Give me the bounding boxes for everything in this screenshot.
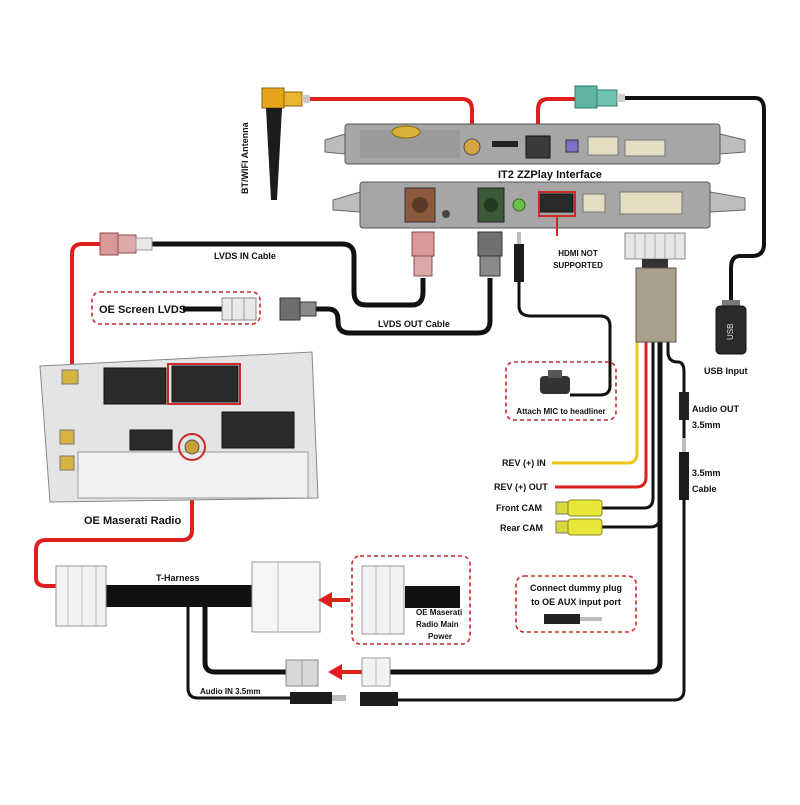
audio-out-wire xyxy=(666,340,686,392)
usb-icon-text: USB xyxy=(726,324,735,340)
antenna-wire xyxy=(308,97,474,132)
hdmi-port[interactable] xyxy=(538,193,574,213)
top-header-port[interactable] xyxy=(587,136,619,156)
lvds-out-cable xyxy=(316,278,493,336)
rev-out-label: REV (+) OUT xyxy=(494,482,548,492)
sd-slot[interactable] xyxy=(492,141,518,147)
gps-wire xyxy=(536,97,578,140)
screw-icon xyxy=(442,210,450,218)
cable-label-line2: Cable xyxy=(692,484,717,494)
usb-cable xyxy=(625,96,766,300)
audio-in-plug-left xyxy=(290,692,346,704)
arrow-icon xyxy=(318,592,332,608)
lvds-in-label: LVDS IN Cable xyxy=(214,251,276,261)
interface-bottom-module xyxy=(332,181,746,229)
oe-radio-label: OE Maserati Radio xyxy=(84,515,181,527)
radio-connector-callout xyxy=(167,363,241,405)
microphone-icon xyxy=(540,370,570,394)
audio-out-label-line2: 3.5mm xyxy=(692,420,721,430)
bottom-main-port[interactable] xyxy=(619,191,683,215)
rev-out-wire xyxy=(555,340,648,489)
lvds-in-cable-plug xyxy=(411,231,435,277)
front-cam-rca xyxy=(555,499,603,517)
audio-in-plug-right xyxy=(360,692,398,706)
harness-branch-1 xyxy=(202,593,286,675)
oe-screen-lvds-label: OE Screen LVDS xyxy=(99,304,186,316)
cable-3-5mm xyxy=(398,500,686,702)
main-power-label-line3: Power xyxy=(428,632,452,641)
audio-in-label: Audio IN 3.5mm xyxy=(200,687,260,696)
t-harness-right-bar xyxy=(405,586,460,608)
harness-sleeve xyxy=(635,267,677,343)
usb-connector[interactable]: USB xyxy=(715,300,747,355)
radio-antenna-port[interactable] xyxy=(184,439,200,455)
rear-cam-rca xyxy=(555,518,603,536)
bottom-gray-connector xyxy=(285,659,319,687)
main-power-label-line2: Radio Main xyxy=(416,620,459,629)
oe-screen-connector xyxy=(221,297,257,321)
dummy-label-line2: to OE AUX input port xyxy=(531,597,621,607)
interface-top-module xyxy=(324,123,746,165)
lvds-out-label: LVDS OUT Cable xyxy=(378,319,450,329)
gps-port[interactable] xyxy=(525,135,551,159)
lvds-in-pink-connector xyxy=(99,232,153,256)
hdmi-label-line1: HDMI NOT xyxy=(558,249,598,258)
oe-screen-lvds-callout xyxy=(91,291,261,325)
antenna-label: BT/WIFI Antenna xyxy=(240,121,250,194)
t-harness-label: T-Harness xyxy=(156,573,200,583)
arrow-icon-2 xyxy=(328,664,342,680)
audio-out-label-line1: Audio OUT xyxy=(692,404,739,414)
main-power-label-line1: OE Maserati xyxy=(416,608,462,617)
mic-label: Attach MIC to headliner xyxy=(516,407,605,416)
rev-in-wire xyxy=(552,340,639,465)
harness-branch-2 xyxy=(186,593,290,700)
lvds-out-cable-plug xyxy=(477,231,503,277)
t-harness-left-connector xyxy=(55,565,107,627)
rev-in-label: REV (+) IN xyxy=(502,458,546,468)
hdmi-label-line2: SUPPORTED xyxy=(553,261,603,270)
lvds-out-gray-connector xyxy=(279,297,317,321)
usb-input-label: USB Input xyxy=(704,366,748,376)
harness-red-wire xyxy=(34,460,194,588)
harness-bundle-wire xyxy=(390,340,663,675)
antenna-port[interactable] xyxy=(463,138,481,156)
mic-cable xyxy=(517,282,612,397)
page-title: IT2 ZZPlay Interface xyxy=(498,169,602,181)
lvds-in-cable xyxy=(152,241,426,308)
cable-3-5mm-plug xyxy=(679,438,689,500)
main-power-callout xyxy=(351,555,471,645)
oe-maserati-radio xyxy=(39,351,319,503)
radio-antenna-callout xyxy=(178,433,206,461)
dummy-plug-icon xyxy=(544,614,602,624)
mic-plug xyxy=(514,232,524,282)
cable-label-line1: 3.5mm xyxy=(692,468,721,478)
mic-callout xyxy=(505,361,617,421)
bt-wifi-antenna xyxy=(261,87,310,200)
front-cam-wire xyxy=(602,340,655,510)
purple-port[interactable] xyxy=(565,139,579,153)
main-harness-connector xyxy=(624,232,686,343)
main-power-connector xyxy=(361,565,405,635)
audio-out-plug xyxy=(679,392,689,420)
mic-port[interactable] xyxy=(512,198,526,212)
hologram-sticker xyxy=(391,125,421,139)
dummy-plug-callout xyxy=(515,575,637,633)
t-harness-right-connector xyxy=(251,561,321,633)
bottom-small-port[interactable] xyxy=(582,193,606,213)
t-harness-bar xyxy=(106,585,258,607)
rear-cam-label: Rear CAM xyxy=(500,523,543,533)
front-cam-label: Front CAM xyxy=(496,503,542,513)
bottom-white-connector xyxy=(361,657,391,687)
teal-connector xyxy=(574,85,625,109)
dummy-label-line1: Connect dummy plug xyxy=(530,583,622,593)
top-right-port[interactable] xyxy=(624,139,666,157)
